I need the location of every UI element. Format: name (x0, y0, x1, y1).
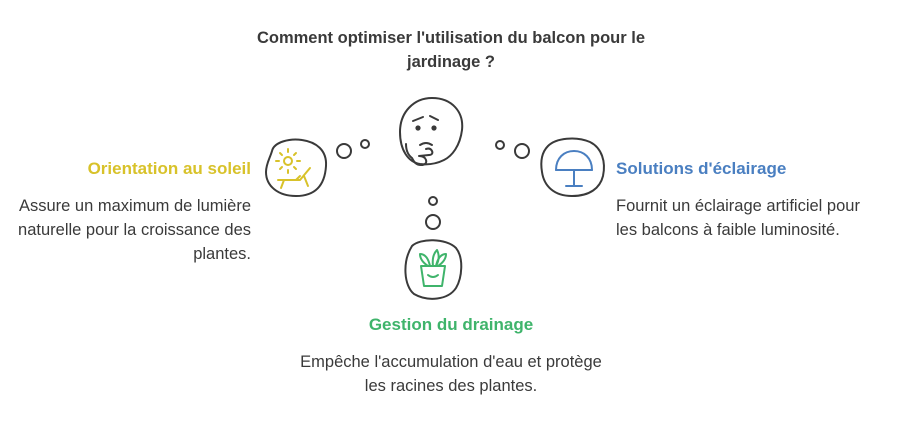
bottom-branch-title: Gestion du drainage (368, 315, 534, 334)
potted-plant-icon (404, 239, 463, 300)
diagram-question: Comment optimiser l'utilisation du balco… (256, 29, 646, 71)
sun-lounger-icon (265, 138, 328, 197)
thought-bubbles-bottom (425, 196, 441, 230)
thought-bubbles-left (336, 139, 370, 159)
left-branch-title: Orientation au soleil (87, 159, 251, 178)
lamp-icon (540, 137, 605, 197)
right-branch-title: Solutions d'éclairage (616, 159, 787, 178)
bottom-branch-description: Empêche l'accumulation d'eau et protège … (300, 353, 602, 395)
thinking-face-icon (399, 97, 464, 166)
left-branch-description: Assure un maximum de lumière naturelle p… (18, 197, 251, 263)
thought-bubbles-right (495, 140, 530, 159)
right-branch-description: Fournit un éclairage artificiel pour les… (616, 197, 860, 239)
